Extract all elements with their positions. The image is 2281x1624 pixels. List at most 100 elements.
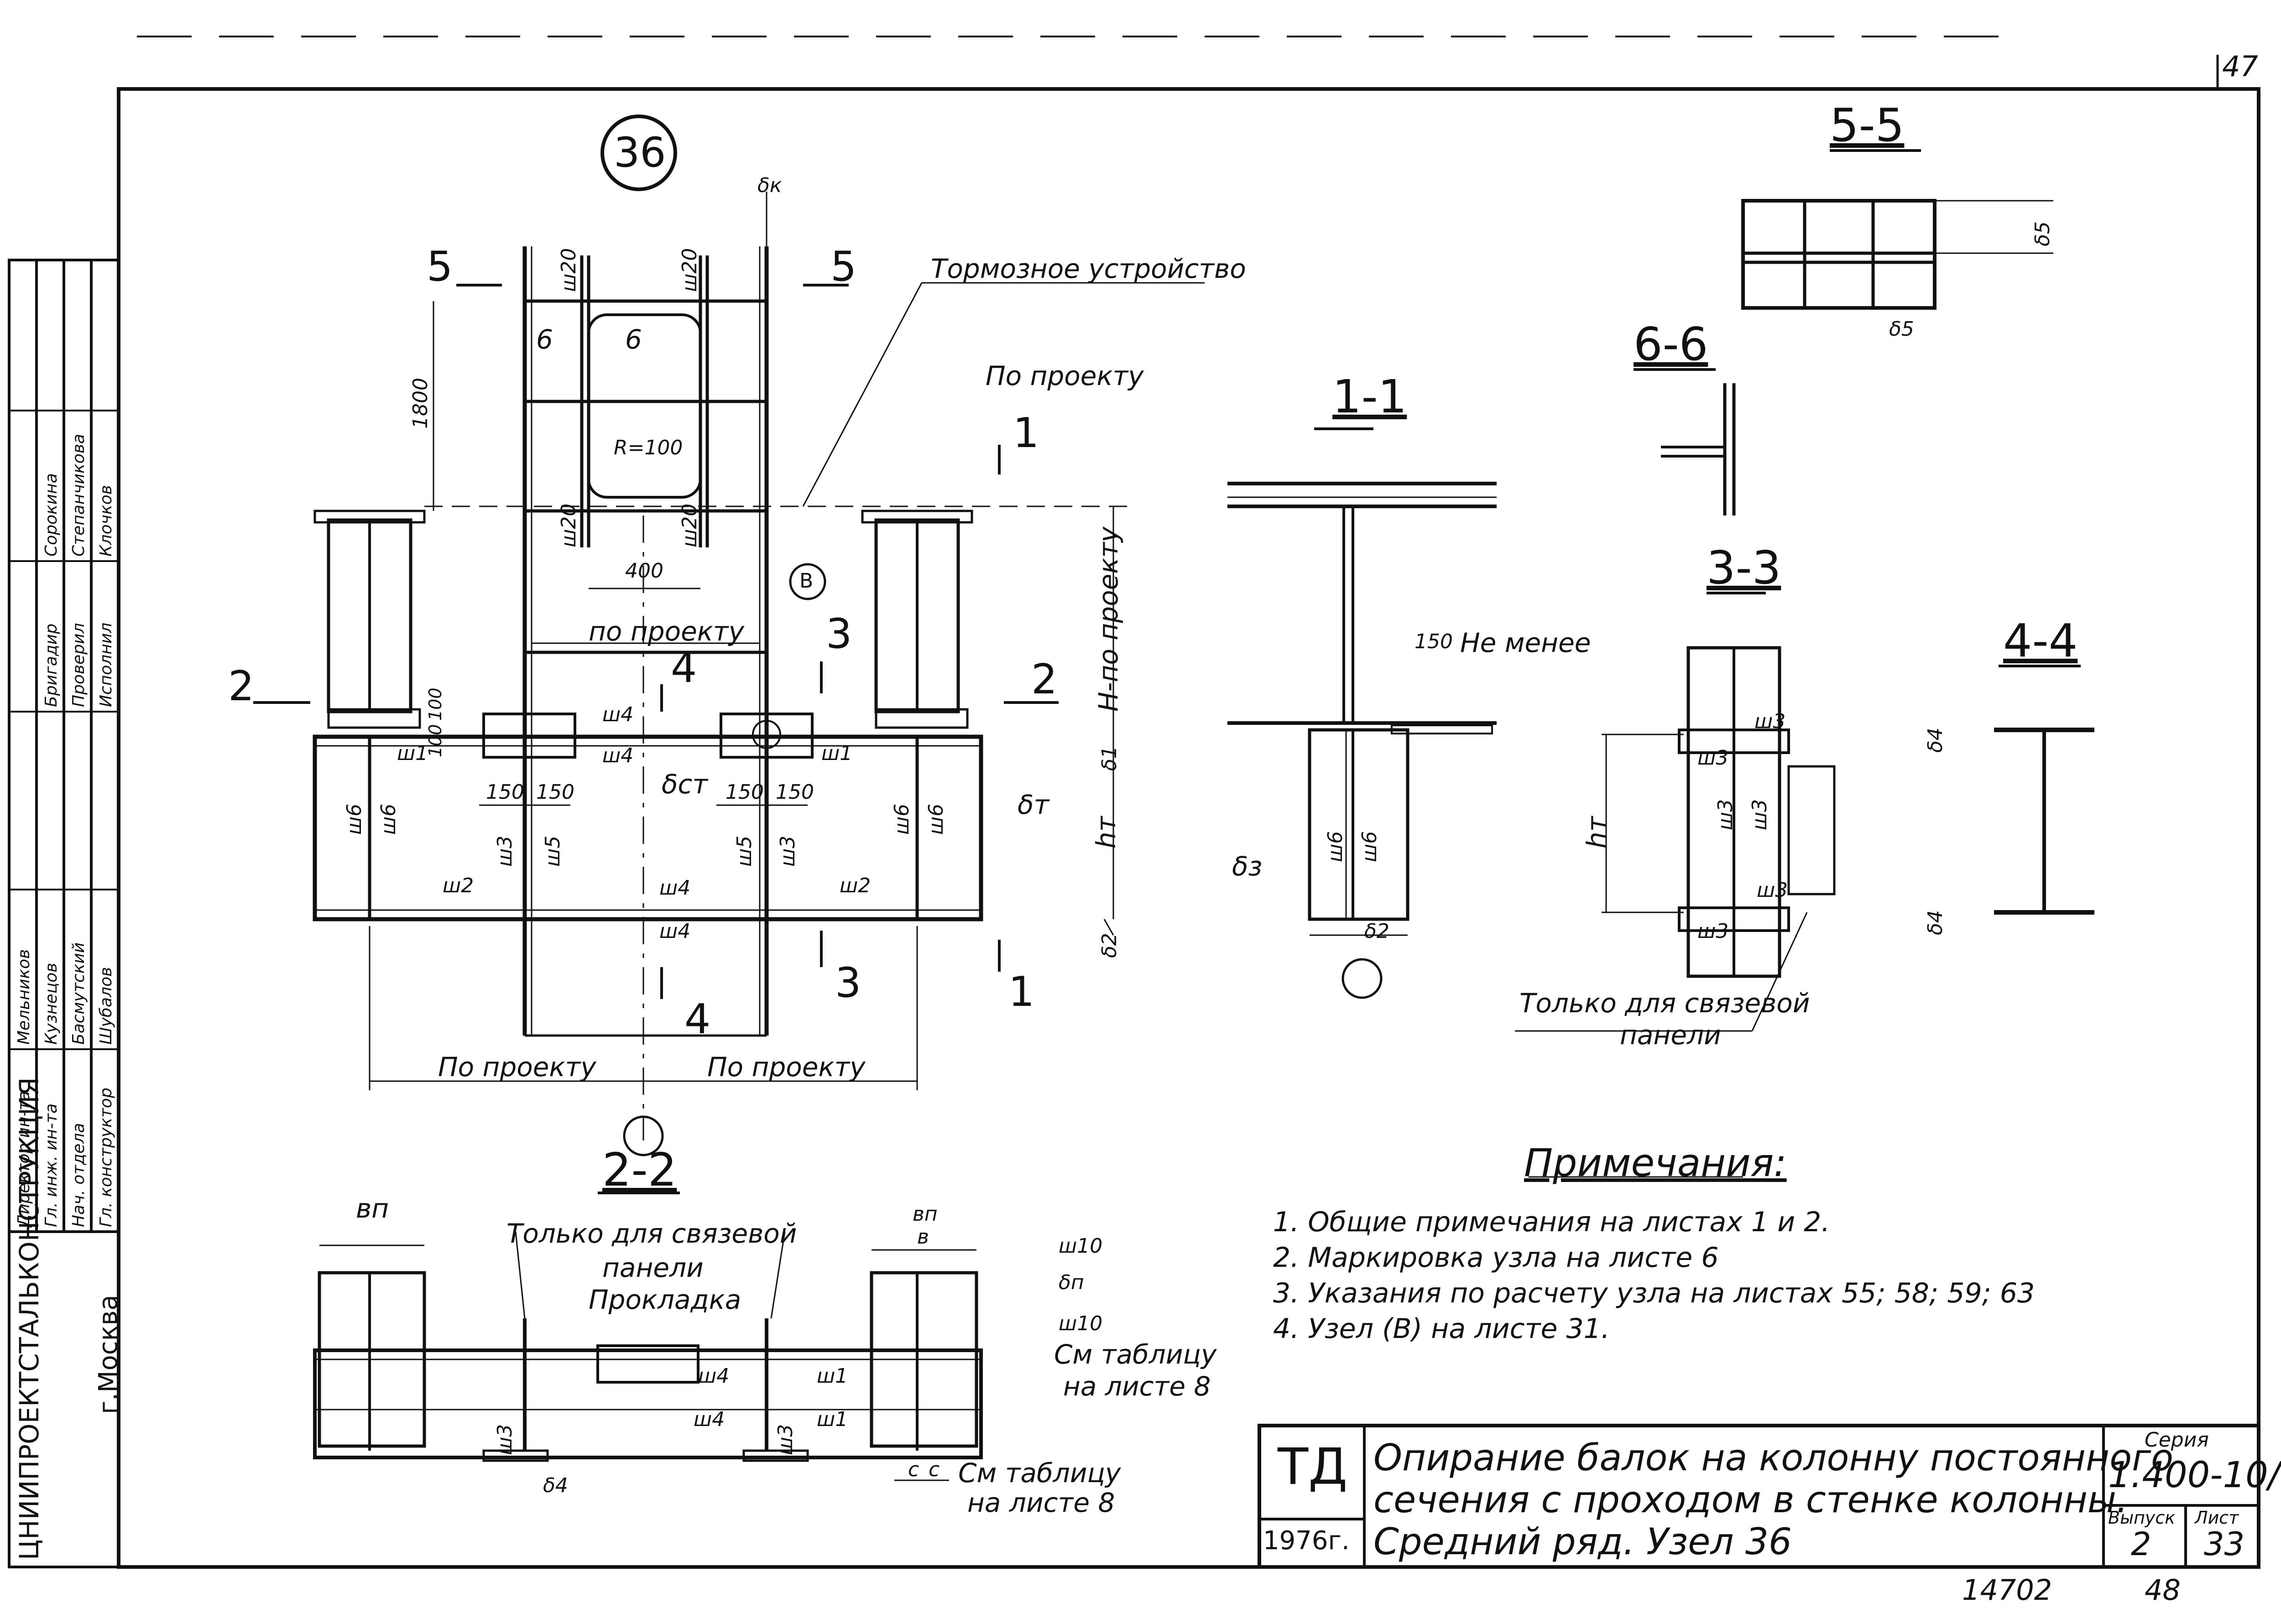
weld-label: ш6 [924,803,948,835]
spacer-label: Прокладка [589,1284,741,1315]
delta-4-label-bottom: δ4 [1924,910,1947,935]
name-label: Кузнецов [42,963,61,1045]
c-label: с [929,1458,940,1481]
delta-2-section-1: δ2 [1364,920,1389,943]
weld-label: ш1 [821,742,853,765]
dim-150-a: 150 [486,781,524,804]
weld-label: ш4 [659,876,691,900]
see-table-label-1: См таблицу [1054,1339,1217,1370]
per-project-label-right: По проекту [707,1051,866,1083]
delta-st-label: δст [662,769,708,800]
title-line-1: Опирание балок на колонну постоянного [1373,1437,2174,1479]
section-title-6-6: 6-6 [1634,318,1708,371]
city-label: г.Москва [94,1295,123,1414]
brake-device-label: Тормозное устройство [931,253,1246,284]
weld-label: ш3 [1748,799,1771,830]
name-label: Степанчикова [69,433,88,557]
role-label: Исполнил [97,622,115,707]
node-b-label: B [799,569,814,593]
dim-150-c: 150 [726,781,764,804]
cut-mark-4-top: 4 [671,644,697,692]
node-label: 36 [614,129,666,177]
issue-number: 2 [2131,1525,2151,1563]
issue-caption: Выпуск [2108,1508,2176,1528]
weld-label: ш6 [377,803,400,835]
cut-mark-2-right: 2 [1031,656,1058,703]
delta-5-label: δ5 [2031,221,2054,246]
note-item: 2. Маркировка узла на листе 6 [1273,1242,1719,1274]
weld-label: ш6 [1358,831,1381,862]
weld-label: ш5 [733,835,756,867]
weld-label: ш3 [1754,710,1786,733]
cut-mark-6-left: 6 [536,324,553,355]
delta-5-label-lower: δ5 [1889,318,1914,341]
weld-label: ш2 [443,874,474,897]
role-label: Гл. инж. ин-та [42,1103,61,1227]
page-number-bottom: 48 [2145,1573,2181,1607]
delta-p-label: δп [1059,1271,1084,1294]
delta-k-label: δк [757,174,782,197]
cut-mark-5-left: 5 [427,243,453,291]
dim-100-b: 100 [425,724,445,757]
weld-label: ш4 [602,744,634,767]
dim-150-section-1: 150 [1415,630,1453,653]
name-label: Клочков [97,485,115,557]
weld-label: ш3 [776,835,799,867]
ht-label-33: hт [1581,816,1612,848]
c-label: с [908,1458,919,1481]
section-title-4-4: 4-4 [2003,614,2078,667]
cut-mark-2-left: 2 [228,662,255,710]
weld-10-label-2: ш10 [1059,1312,1103,1335]
sheet-number: 33 [2204,1525,2245,1563]
delta-4-label-22: δ4 [543,1474,568,1497]
series-caption: Серия [2145,1428,2209,1452]
weld-label: ш3 [493,1424,517,1455]
weld-label: ш2 [840,874,871,897]
weld-label: ш1 [817,1364,848,1388]
note-item: 1. Общие примечания на листах 1 и 2. [1273,1206,1830,1238]
bp-label-left: вп [356,1193,389,1224]
per-project-label-top: По проекту [986,360,1144,391]
weld-label: ш6 [1324,831,1347,862]
cut-mark-6-right: 6 [625,324,642,355]
cut-mark-3-top: 3 [826,610,852,658]
cut-mark-1-top: 1 [1013,409,1039,457]
on-sheet-8-label-2: на листе 8 [967,1487,1115,1518]
name-label: Шубалов [97,967,115,1045]
ht-label: hт [1091,816,1122,848]
weld-label: ш6 [343,803,366,835]
archive-number: 14702 [1962,1573,2052,1607]
sheet-caption: Лист [2195,1508,2239,1528]
dim-1800: 1800 [409,378,432,429]
year-label: 1976г. [1263,1526,1350,1556]
weld-label: ш20 [678,248,701,292]
h-per-project-label: H-по проекту [1093,526,1124,712]
section-title-5-5: 5-5 [1830,99,1905,152]
delta-1-label: δ1 [1098,746,1121,771]
see-table-label-2: См таблицу [958,1457,1121,1489]
section-title-1-1: 1-1 [1332,370,1407,423]
weld-label: ш20 [557,503,580,547]
radius-label: R=100 [614,436,683,459]
role-label: Нач. отдела [69,1123,88,1227]
notes-title: Примечания: [1524,1140,1787,1185]
panel-label-22: панели [602,1252,704,1283]
only-bracing-label-33: Только для связевой [1519,988,1810,1019]
weld-label: ш4 [602,703,634,726]
title-line-3: Средний ряд. Узел 36 [1373,1520,1792,1563]
bp-label-right: вп [913,1202,938,1226]
role-label: Гл. конструктор [97,1088,115,1227]
cut-mark-4-bottom: 4 [684,995,711,1043]
weld-label: ш3 [1697,746,1729,770]
not-less-label: Не менее [1460,627,1591,658]
dim-100-a: 100 [425,687,445,721]
note-item: 4. Узел (В) на листе 31. [1273,1313,1610,1345]
name-label: Басмутский [69,942,88,1045]
delta-t-label: δт [1018,789,1049,820]
name-label: Сорокина [42,473,61,557]
series-number: 1.400-10/76 [2108,1455,2281,1496]
only-bracing-label-22: Только для связевой [506,1218,797,1249]
per-project-label-mid: по проекту [589,616,744,647]
